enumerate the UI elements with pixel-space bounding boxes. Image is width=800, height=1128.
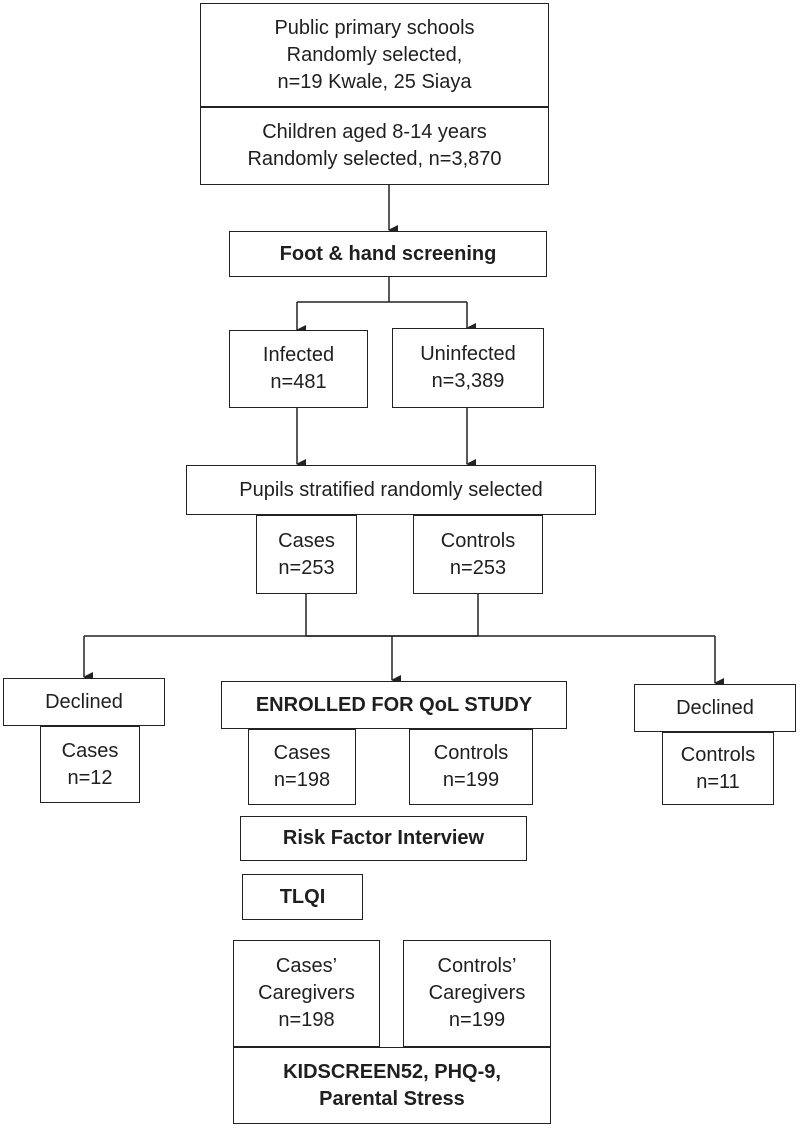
stratified-text: Pupils stratified randomly selected xyxy=(239,478,543,501)
enrolled-controls-box: Controls n=199 xyxy=(409,729,533,805)
cases-selected-text: Cases n=253 xyxy=(278,529,335,579)
declined-right-controls-box: Controls n=11 xyxy=(662,732,774,805)
risk-interview-box: Risk Factor Interview xyxy=(240,816,527,861)
infected-text: Infected n=481 xyxy=(262,344,335,393)
controls-selected-text: Controls n=253 xyxy=(440,529,516,579)
screening-box: Foot & hand screening xyxy=(229,231,547,277)
tlqi-box: TLQI xyxy=(242,874,363,920)
declined-right-box: Declined xyxy=(634,684,796,732)
uninfected-text: Uninfected n=3,389 xyxy=(420,343,516,392)
enrolled-controls-text: Controls n=199 xyxy=(433,742,509,791)
children-text: Children aged 8-14 years Randomly select… xyxy=(247,121,502,170)
declined-left-cases-text: Cases n=12 xyxy=(61,739,119,789)
enrolled-cases-box: Cases n=198 xyxy=(248,729,356,805)
tlqi-text: TLQI xyxy=(279,885,326,908)
uninfected-box: Uninfected n=3,389 xyxy=(392,328,544,408)
controls-selected-box: Controls n=253 xyxy=(413,515,543,594)
enrolled-box: ENROLLED FOR QoL STUDY xyxy=(221,681,567,729)
declined-left-label: Declined xyxy=(45,690,123,713)
declined-left-box: Declined xyxy=(3,678,165,726)
cases-selected-box: Cases n=253 xyxy=(256,515,357,594)
controls-caregivers-text: Controls’ Caregivers n=199 xyxy=(428,955,526,1031)
declined-right-label: Declined xyxy=(676,696,754,719)
instruments-box: KIDSCREEN52, PHQ-9, Parental Stress xyxy=(233,1047,551,1124)
controls-caregivers-box: Controls’ Caregivers n=199 xyxy=(403,940,551,1047)
enrolled-cases-text: Cases n=198 xyxy=(273,742,331,791)
enrolled-text: ENROLLED FOR QoL STUDY xyxy=(255,693,533,716)
declined-right-controls-text: Controls n=11 xyxy=(680,743,756,793)
risk-interview-text: Risk Factor Interview xyxy=(282,827,485,849)
declined-left-cases-box: Cases n=12 xyxy=(40,726,140,803)
screening-text: Foot & hand screening xyxy=(279,242,497,265)
cases-caregivers-text: Cases’ Caregivers n=198 xyxy=(258,955,355,1031)
stratified-box: Pupils stratified randomly selected xyxy=(186,465,596,515)
schools-text: Public primary schools Randomly selected… xyxy=(274,16,475,93)
instruments-text: KIDSCREEN52, PHQ-9, Parental Stress xyxy=(283,1060,501,1110)
infected-box: Infected n=481 xyxy=(229,330,368,408)
children-box: Children aged 8-14 years Randomly select… xyxy=(200,107,549,185)
schools-box: Public primary schools Randomly selected… xyxy=(200,3,549,107)
cases-caregivers-box: Cases’ Caregivers n=198 xyxy=(233,940,380,1047)
